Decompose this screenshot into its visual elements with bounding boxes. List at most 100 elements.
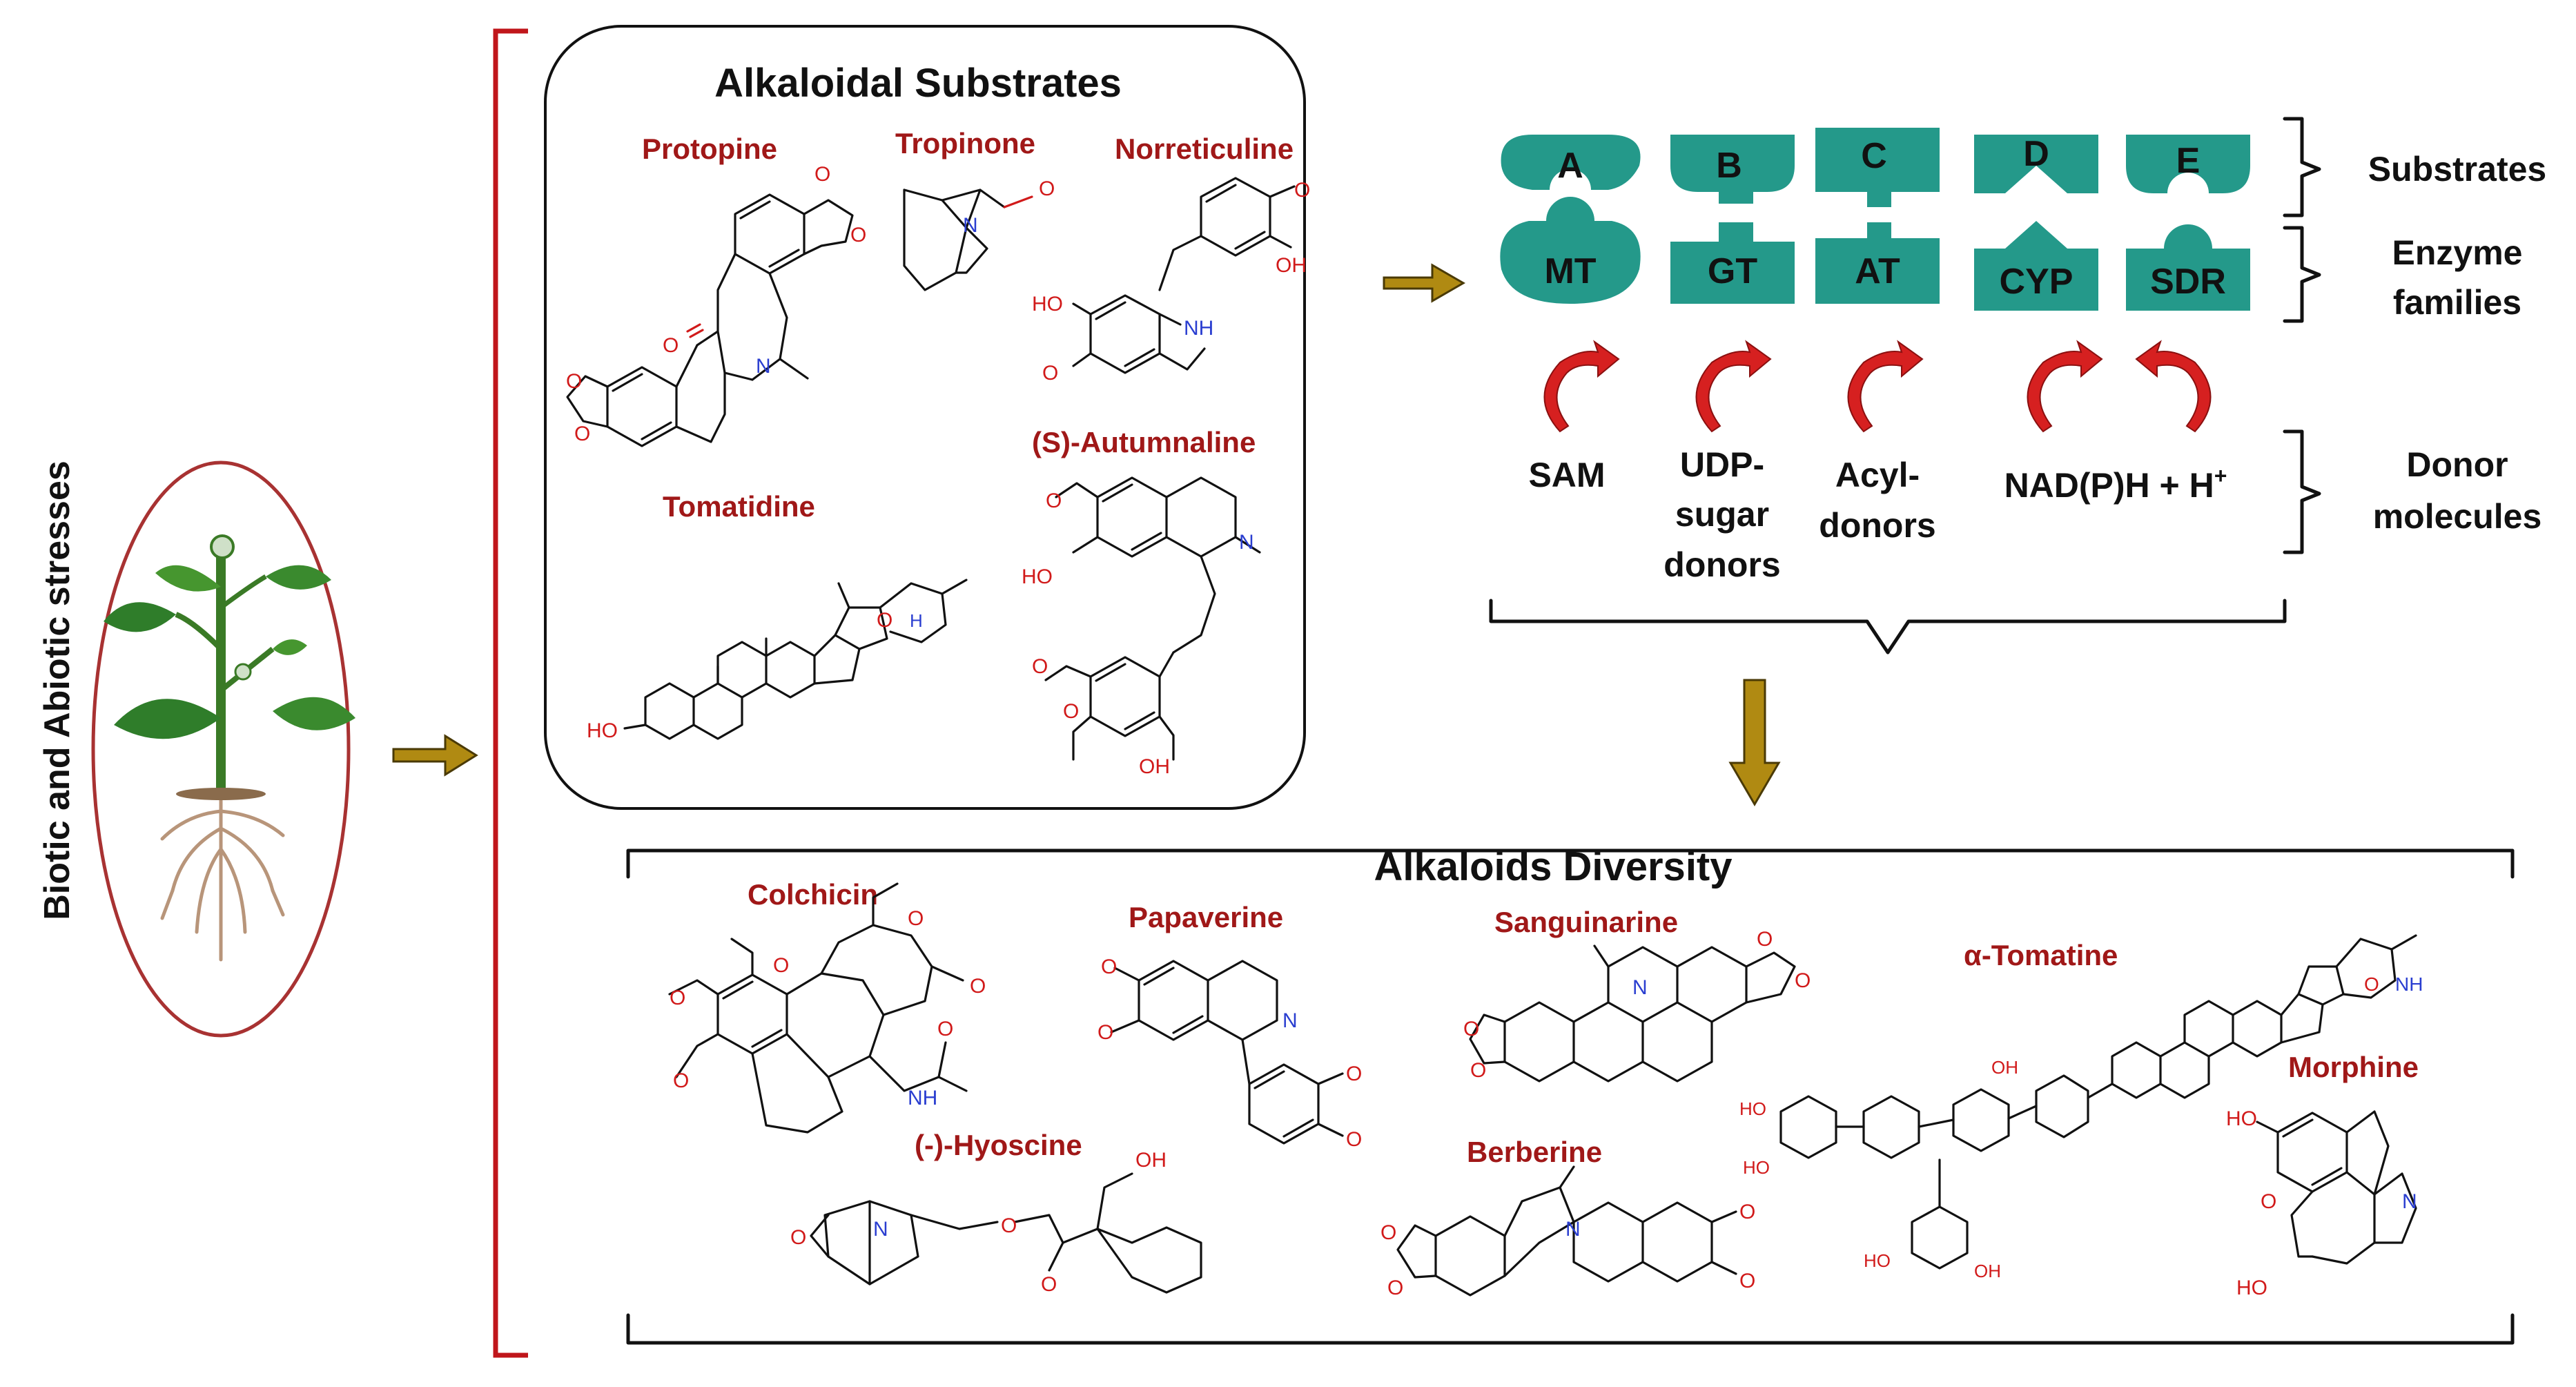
brace-label-donor-1: Donor: [2406, 445, 2508, 484]
side-label: Biotic and Abiotic stresses: [37, 460, 77, 920]
label-tomatidine: Tomatidine: [663, 490, 815, 523]
label-hyoscine: (-)-Hyoscine: [915, 1129, 1082, 1161]
structure-tomatidine: [623, 579, 968, 740]
enzyme-pair-d-cyp: D CYP: [1974, 134, 2098, 311]
substrate-letter-d: D: [2023, 134, 2049, 174]
structure-alpha-tomatine: [1779, 934, 2417, 1270]
enzyme-pair-b-gt: B GT: [1670, 135, 1795, 304]
substrates-box-frame: [544, 25, 1306, 810]
tomatine-atom-ho1: HO: [1739, 1098, 1766, 1119]
berberine-atom-o2: O: [1739, 1270, 1755, 1292]
protopine-atom-o1: O: [814, 163, 830, 186]
donor-arrow-udp: [1695, 340, 1772, 433]
tomatine-atom-ho2: HO: [1743, 1157, 1770, 1178]
alkaloidal-substrates-box: Alkaloidal Substrates Protopine Tropinon…: [544, 25, 1310, 810]
hyoscine-atom-o1: O: [790, 1226, 806, 1249]
papaverine-atom-o1: O: [1101, 956, 1117, 978]
label-protopine: Protopine: [642, 133, 777, 165]
diversity-bracket-bottom: [626, 1313, 2515, 1345]
hyoscine-atom-n: N: [873, 1218, 888, 1241]
diversity-box-title: Alkaloids Diversity: [1374, 844, 1733, 889]
morphine-atom-o: O: [2261, 1190, 2276, 1213]
substrates-box-title: Alkaloidal Substrates: [714, 61, 1122, 106]
label-tropinone: Tropinone: [895, 127, 1035, 159]
family-label-cyp: CYP: [2000, 262, 2074, 302]
berberine-atom-o3: O: [1380, 1221, 1396, 1244]
donor-label-udp-3: donors: [1663, 545, 1780, 584]
norreticuline-atom-ho: HO: [1032, 293, 1063, 316]
colchicin-atom-o2: O: [970, 975, 986, 998]
donor-label-nadph-main: NAD(P)H + H: [2004, 466, 2214, 505]
brace-substrates: [2283, 117, 2321, 217]
label-morphine: Morphine: [2288, 1051, 2419, 1083]
tomatidine-atom-ho: HO: [587, 719, 618, 742]
enzyme-pair-e-sdr: E SDR: [2126, 135, 2250, 311]
plant-illustration: [104, 534, 355, 962]
stress-panel: Biotic and Abiotic stresses: [37, 460, 355, 1038]
plant-ellipse: [91, 460, 351, 1038]
flow-arrow-down: [1728, 679, 1781, 806]
protopine-atom-n: N: [756, 355, 771, 378]
donor-arrow-acyl: [1847, 340, 1924, 433]
donor-label-nadph-sup: +: [2214, 463, 2227, 488]
label-alpha-tomatine: α-Tomatine: [1964, 939, 2118, 971]
norreticuline-atom-o2: O: [1042, 362, 1058, 385]
structure-sanguinarine: [1469, 944, 1796, 1083]
label-autumnaline: (S)-Autumnaline: [1032, 426, 1256, 458]
structure-norreticuline: [1072, 177, 1296, 374]
berberine-atom-n: N: [1565, 1218, 1581, 1241]
substrate-letter-e: E: [2176, 141, 2201, 181]
autumnaline-atom-o2: O: [1032, 655, 1048, 678]
norreticuline-atom-nh: NH: [1184, 317, 1213, 340]
protopine-atom-o3: O: [663, 334, 679, 357]
structure-protopine: [566, 193, 854, 447]
tomatine-atom-ho3: HO: [1864, 1250, 1891, 1271]
structure-autumnaline: [1044, 476, 1261, 761]
donor-label-acyl-2: donors: [1819, 506, 1935, 545]
alkaloids-diversity-box: Alkaloids Diversity Colchicin Papaverine…: [626, 844, 2515, 1345]
sanguinarine-atom-o4: O: [1470, 1059, 1486, 1082]
structure-tropinone: [903, 188, 1033, 291]
brace-donor-molecules: [2283, 429, 2321, 554]
brace-bottom: [1489, 599, 2287, 654]
label-norreticuline: Norreticuline: [1115, 133, 1294, 165]
substrate-letter-c: C: [1861, 136, 1887, 176]
colchicin-atom-o3: O: [773, 954, 789, 977]
papaverine-atom-n: N: [1282, 1009, 1298, 1032]
flow-arrow-plant: [392, 734, 478, 777]
colchicin-atom-o5: O: [673, 1069, 689, 1092]
structure-morphine: [2256, 1110, 2417, 1265]
tomatine-atom-o: O: [2364, 973, 2379, 995]
brace-enzyme-families: [2283, 226, 2321, 323]
berberine-atom-o4: O: [1387, 1277, 1403, 1299]
donor-arrow-sam: [1543, 340, 1620, 433]
donor-label-udp-1: UDP-: [1680, 445, 1764, 484]
morphine-atom-ho1: HO: [2226, 1107, 2257, 1130]
family-label-mt: MT: [1544, 251, 1596, 291]
enzyme-pair-c-at: C AT: [1815, 128, 1940, 304]
substrate-letter-a: A: [1557, 146, 1583, 186]
protopine-atom-o4: O: [566, 370, 582, 393]
structure-berberine: [1396, 1165, 1737, 1297]
donor-arrow-nadph-cyp: [2027, 340, 2103, 433]
hyoscine-atom-oh: OH: [1135, 1149, 1167, 1172]
papaverine-atom-o4: O: [1346, 1128, 1362, 1151]
autumnaline-atom-ho: HO: [1022, 565, 1053, 588]
tomatine-atom-oh2: OH: [1974, 1261, 2001, 1281]
family-label-at: AT: [1855, 251, 1900, 291]
sanguinarine-atom-o1: O: [1757, 928, 1773, 951]
norreticuline-atom-oh: OH: [1276, 254, 1307, 277]
tomatine-atom-nh: NH: [2395, 973, 2423, 995]
label-sanguinarine: Sanguinarine: [1494, 906, 1678, 938]
enzyme-panel: A MT B GT C AT D CYP E SDR: [1489, 117, 2546, 654]
tomatidine-atom-o: O: [877, 609, 892, 632]
protopine-atom-o2: O: [850, 224, 866, 246]
papaverine-atom-o2: O: [1097, 1021, 1113, 1044]
family-label-gt: GT: [1708, 251, 1757, 291]
structure-hyoscine: [810, 1172, 1202, 1294]
label-papaverine: Papaverine: [1129, 901, 1283, 933]
tropinone-atom-o: O: [1039, 177, 1055, 200]
brace-label-enzyme-1: Enzyme: [2392, 233, 2523, 272]
papaverine-atom-o3: O: [1346, 1063, 1362, 1085]
